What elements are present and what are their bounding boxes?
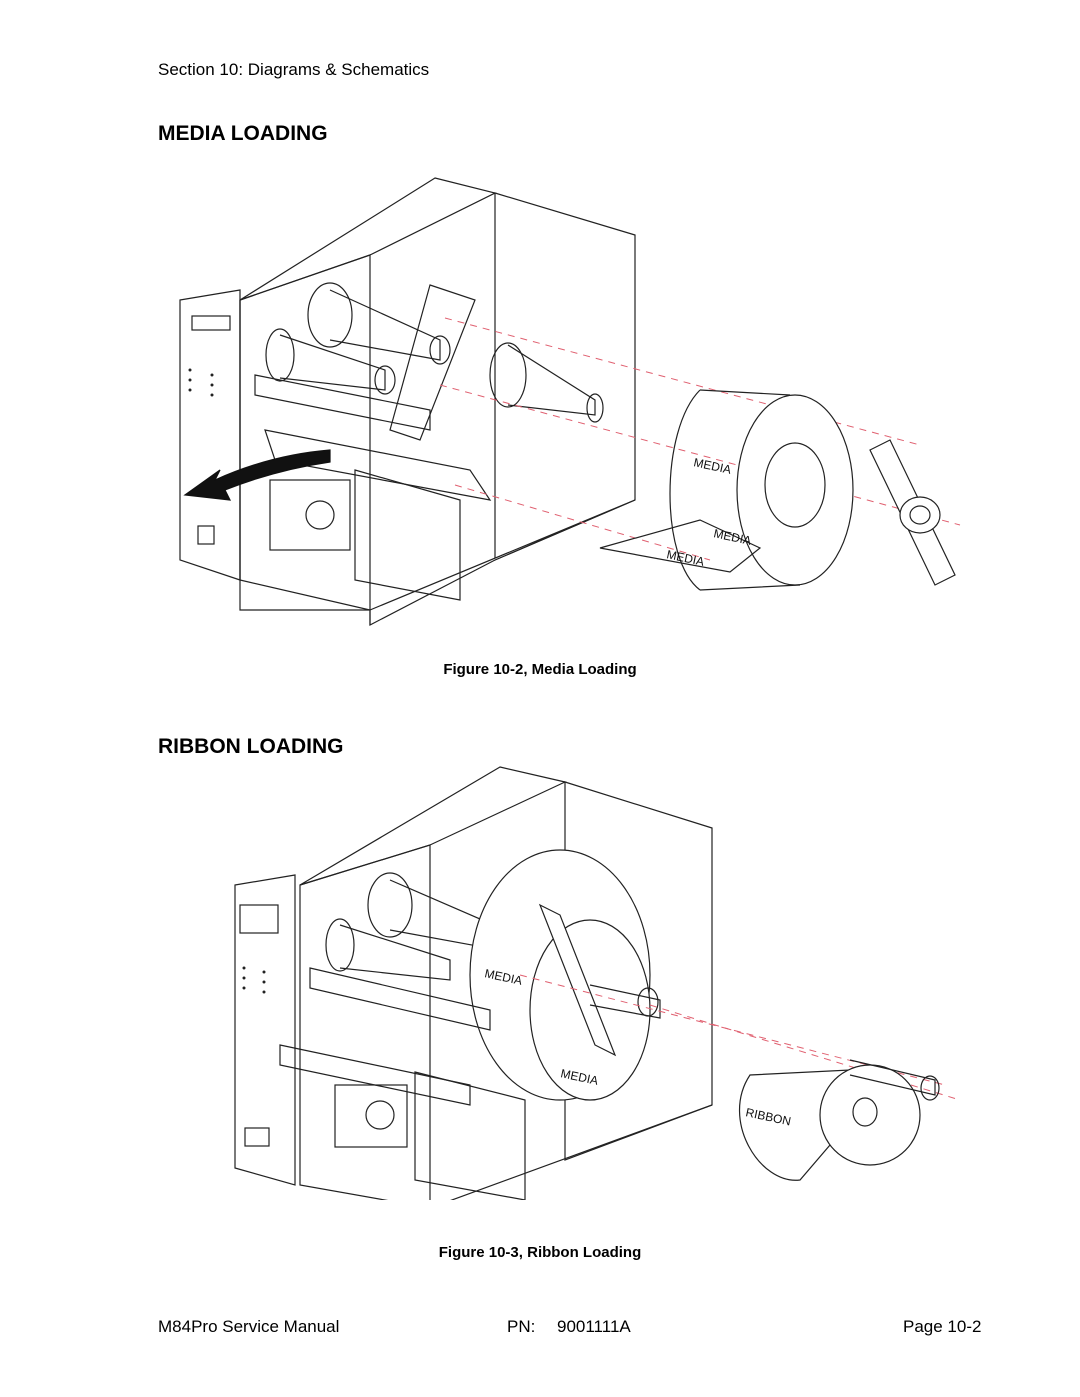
media-loading-figure: MEDIA MEDIA MEDIA: [179, 177, 961, 626]
media-roll-label: MEDIA: [692, 455, 732, 477]
power-switch: [244, 1127, 270, 1147]
ribbon-loading-heading: RIBBON LOADING: [158, 735, 344, 758]
figure-caption: Figure 10-3, Ribbon Loading: [438, 1244, 642, 1261]
indicator-dots: [242, 966, 266, 994]
footer-manual-title: M84Pro Service Manual: [158, 1317, 340, 1336]
feed-arrow: [183, 449, 331, 501]
power-switch: [197, 525, 215, 545]
figure-caption: Figure 10-2, Media Loading: [443, 661, 637, 678]
footer-page-number: Page 10-2: [903, 1317, 982, 1336]
section-header: Section 10: Diagrams & Schematics: [158, 60, 430, 79]
footer-pn-label: PN:: [507, 1317, 536, 1336]
ribbon-loading-figure: MEDIA MEDIA RIBBON: [234, 766, 961, 1200]
display-window: [191, 315, 231, 331]
stepper-motor: [334, 1084, 408, 1148]
stepper-motor: [269, 479, 351, 551]
display-window: [239, 904, 279, 934]
media-strip-label: MEDIA: [665, 547, 705, 569]
indicator-dots: [188, 368, 214, 397]
footer-pn-value: 9001111A: [557, 1317, 631, 1336]
media-loading-heading: MEDIA LOADING: [158, 122, 328, 145]
